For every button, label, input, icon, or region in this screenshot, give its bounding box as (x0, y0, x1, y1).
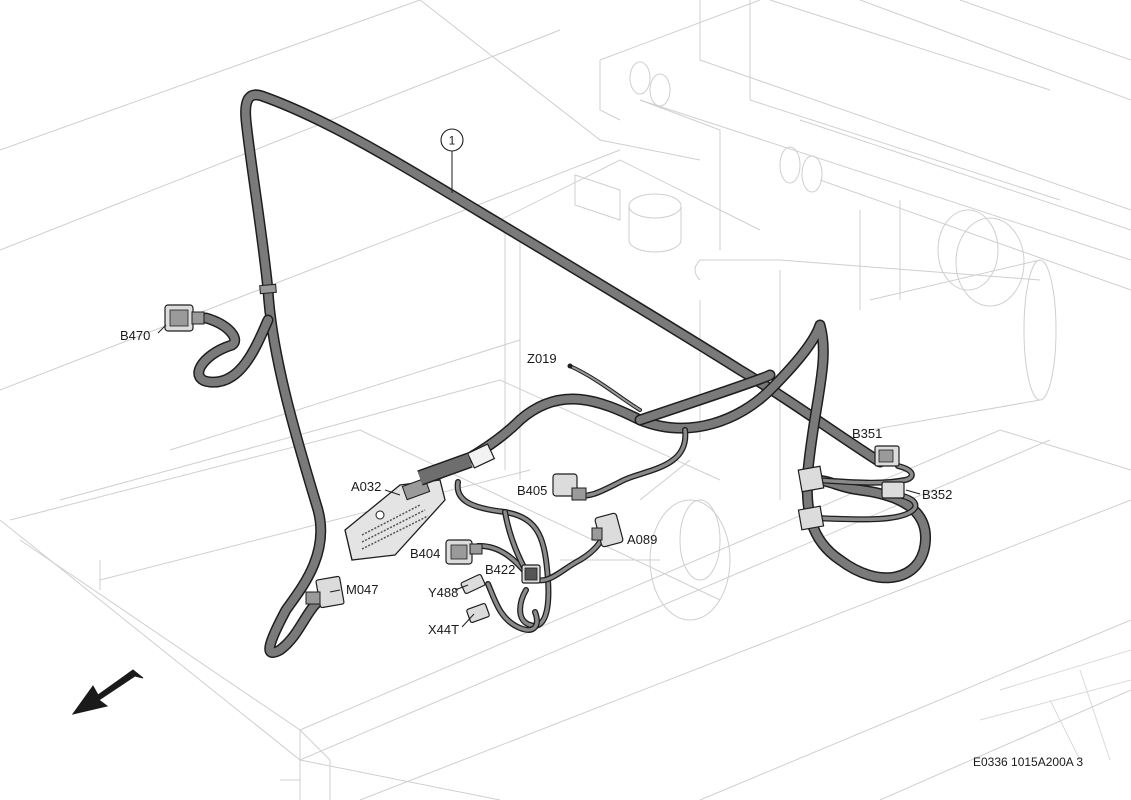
label-a089: A089 (627, 532, 657, 547)
connector-b352 (881, 481, 905, 499)
doc-reference: E0336 1015A200A 3 (973, 755, 1083, 769)
label-b405: B405 (517, 483, 547, 498)
label-b351: B351 (852, 426, 882, 441)
label-y488: Y488 (428, 585, 458, 600)
component-labels: B470 Z019 A032 B405 B404 B422 A089 Y488 … (120, 328, 952, 637)
label-x44t: X44T (428, 622, 459, 637)
label-b470: B470 (120, 328, 150, 343)
label-m047: M047 (346, 582, 379, 597)
connector-x44t (466, 602, 490, 624)
connector-y488 (460, 573, 486, 595)
connector-b422 (521, 564, 541, 584)
label-b422: B422 (485, 562, 515, 577)
leader-lines (157, 150, 921, 628)
label-z019: Z019 (527, 351, 557, 366)
connector-b351 (874, 445, 900, 467)
connector-b404 (445, 539, 483, 565)
connector-b470 (164, 304, 205, 332)
connector-a089 (591, 512, 624, 548)
connector-z019 (567, 363, 573, 369)
callout-1: 1 (440, 128, 464, 152)
direction-arrow-icon (71, 669, 144, 715)
connector-b405 (552, 473, 587, 501)
label-a032: A032 (351, 479, 381, 494)
wiring-harness-1 (193, 89, 932, 658)
label-b404: B404 (410, 546, 440, 561)
callout-number: 1 (449, 134, 456, 148)
label-b352: B352 (922, 487, 952, 502)
connector-a032 (344, 452, 473, 561)
